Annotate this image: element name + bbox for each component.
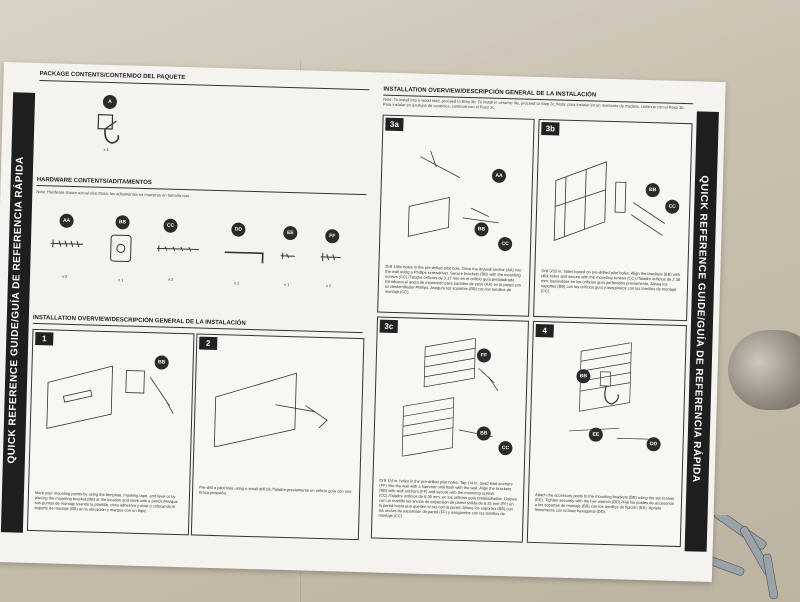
- instruction-sheet: QUICK REFERENCE GUIDE/GUÍA DE REFERENCIA…: [0, 62, 726, 582]
- chrome-hook-part: [728, 330, 800, 410]
- hw-badge-aa: AA: [59, 213, 74, 229]
- hw-qty-dd: x 1: [233, 280, 240, 286]
- step-4-caption: Attach the accessory posts to the mounti…: [534, 491, 675, 514]
- step-1-caption: Mark your mounting points by using the t…: [34, 490, 178, 514]
- step-3b-number: 3b: [541, 122, 560, 136]
- left-banner-text: QUICK REFERENCE GUIDE/GUÍA DE REFERENCIA…: [6, 156, 26, 464]
- hw-qty-ee: x 1: [283, 281, 290, 288]
- step-3a-caption: Drill 1/8in holes in the pre-drilled pil…: [384, 263, 522, 295]
- step-4-number: 4: [535, 323, 554, 338]
- step-1-panel: 1 BB Mark your mounting points by using …: [26, 328, 195, 536]
- hardware-note: Note: Hardware shown actual size./Nota: …: [36, 188, 191, 199]
- step-2-caption: Pre-drill a pilot hole using a small dri…: [198, 484, 352, 496]
- step-1-number: 1: [35, 331, 54, 346]
- item-a-badge: A: [102, 94, 118, 110]
- package-contents-title: PACKAGE CONTENTS/CONTENIDO DEL PAQUETE: [39, 71, 186, 82]
- step-3a-illustration: [407, 150, 499, 237]
- step-3c-number: 3c: [379, 319, 398, 334]
- step-2-illustration: [213, 372, 328, 448]
- hw-badge-dd: DD: [231, 222, 246, 237]
- step-3b-illustration: [553, 161, 665, 242]
- step-4-panel: 4 BB EE DD Attach the accessory posts to…: [526, 320, 687, 548]
- towel-hook-illustration: [97, 114, 120, 144]
- right-banner-text: QUICK REFERENCE GUIDE/GUÍA DE REFERENCIA…: [690, 175, 710, 483]
- step-3b-panel: 3b BB CC Drill 3/32 in. holes based on p…: [533, 118, 693, 322]
- divider: [39, 79, 370, 91]
- step-3c-panel: 3c FF BB CC Drill 1/4 in. holes in the p…: [370, 316, 529, 543]
- hw-qty-bb: x 1: [117, 277, 124, 283]
- hw-badge-bb: BB: [115, 215, 130, 230]
- hw-badge-cc: CC: [163, 218, 178, 233]
- step-1-illustration: [46, 365, 174, 429]
- hardware-illustrations: [50, 234, 341, 264]
- item-a-qty: x 1: [103, 146, 110, 152]
- step-3c-illustration: [401, 337, 499, 457]
- step-3a-panel: 3a AA BB CC Drill 1/8in holes in the pre…: [377, 114, 535, 317]
- step-3b-caption: Drill 3/32 in. holes based on pre-drille…: [540, 268, 681, 294]
- hw-qty-cc: x 2: [167, 276, 174, 282]
- step-3c-caption: Drill 1/4 in. holes in the pre-drilled p…: [378, 477, 517, 519]
- step-3a-number: 3a: [385, 117, 404, 132]
- step-2-number: 2: [199, 336, 218, 351]
- hw-qty-ff: x 2: [325, 283, 332, 289]
- step-2-panel: 2 Pre-drill a pilot hole using a small d…: [190, 333, 365, 541]
- hw-qty-aa: x 2: [61, 273, 68, 279]
